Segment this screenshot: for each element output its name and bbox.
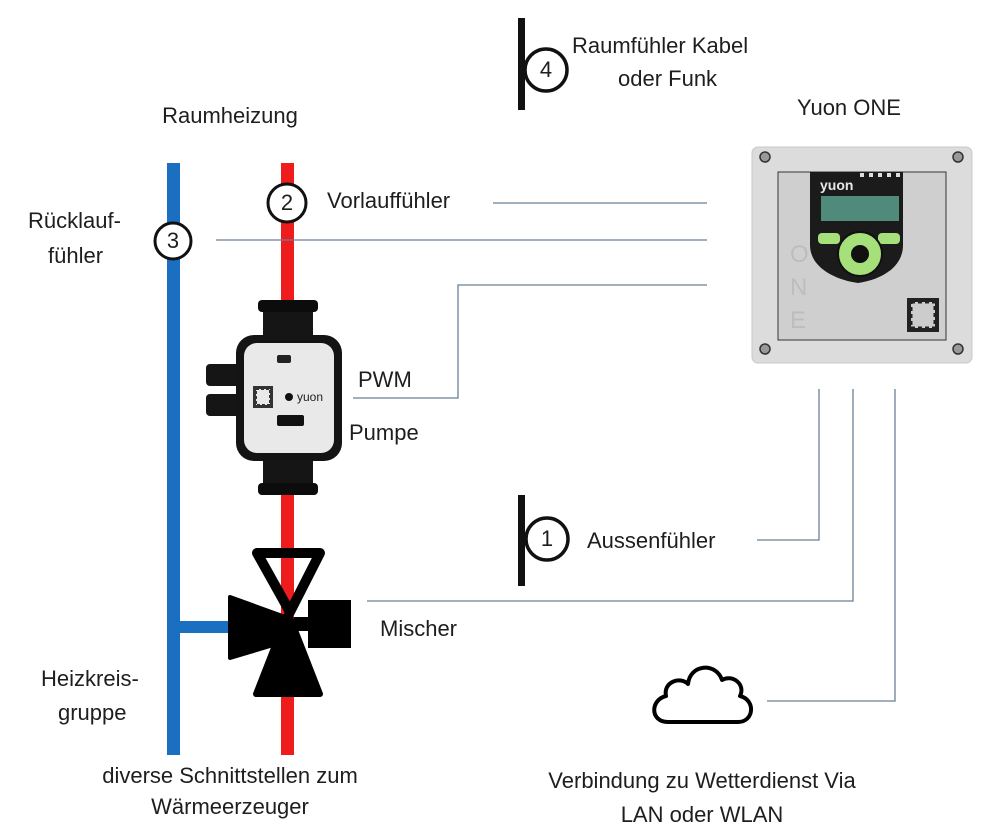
weather-line bbox=[767, 389, 896, 702]
controller-device-icon: yuon O N E bbox=[751, 146, 973, 364]
pump-label: Pumpe bbox=[349, 420, 419, 445]
controller-label: Yuon ONE bbox=[797, 95, 901, 120]
interfaces-label-1: diverse Schnittstellen zum bbox=[102, 763, 358, 788]
flow-sensor-label: Vorlauffühler bbox=[327, 188, 451, 213]
sensor-1-number: 1 bbox=[540, 526, 554, 551]
outdoor-sensor-line bbox=[757, 389, 820, 541]
weather-label-2: LAN oder WLAN bbox=[620, 802, 784, 827]
pwm-label: PWM bbox=[358, 367, 412, 392]
sensor-3-number: 3 bbox=[166, 228, 180, 253]
return-sensor-label-2: fühler bbox=[48, 243, 104, 268]
outdoor-sensor-label: Aussenfühler bbox=[587, 528, 716, 553]
return-pipe bbox=[167, 163, 180, 755]
circuit-group-label-1: Heizkreis- bbox=[41, 666, 139, 691]
svg-text:N: N bbox=[790, 274, 807, 301]
sensor-2-icon bbox=[266, 182, 308, 224]
sensor-4-number: 4 bbox=[539, 57, 553, 82]
mixer-valve-icon bbox=[228, 548, 351, 697]
sensor-3-icon bbox=[153, 221, 193, 261]
room-sensor-icon bbox=[518, 18, 569, 110]
cloud-icon bbox=[652, 665, 753, 724]
mixer-label: Mischer bbox=[380, 616, 458, 641]
bypass-pipe bbox=[167, 621, 237, 633]
room-heating-label: Raumheizung bbox=[162, 103, 298, 128]
signal-lines bbox=[216, 202, 896, 702]
sensor-2-number: 2 bbox=[280, 190, 294, 215]
mixer-line bbox=[367, 389, 854, 602]
outdoor-sensor-icon bbox=[518, 495, 570, 586]
svg-text:yuon: yuon bbox=[297, 390, 323, 404]
circuit-group-label-2: gruppe bbox=[58, 700, 127, 725]
room-sensor-label-1: Raumfühler Kabel bbox=[572, 33, 749, 58]
return-sensor-label-1: Rücklauf- bbox=[28, 208, 121, 233]
svg-text:O: O bbox=[790, 241, 809, 268]
weather-label-1: Verbindung zu Wetterdienst Via bbox=[548, 768, 856, 793]
pump-icon: yuon bbox=[206, 300, 342, 495]
pwm-line bbox=[353, 284, 707, 399]
svg-text:yuon: yuon bbox=[820, 177, 853, 193]
interfaces-label-2: Wärmeerzeuger bbox=[151, 794, 309, 819]
svg-text:E: E bbox=[790, 307, 806, 334]
room-sensor-label-2: oder Funk bbox=[618, 66, 718, 91]
